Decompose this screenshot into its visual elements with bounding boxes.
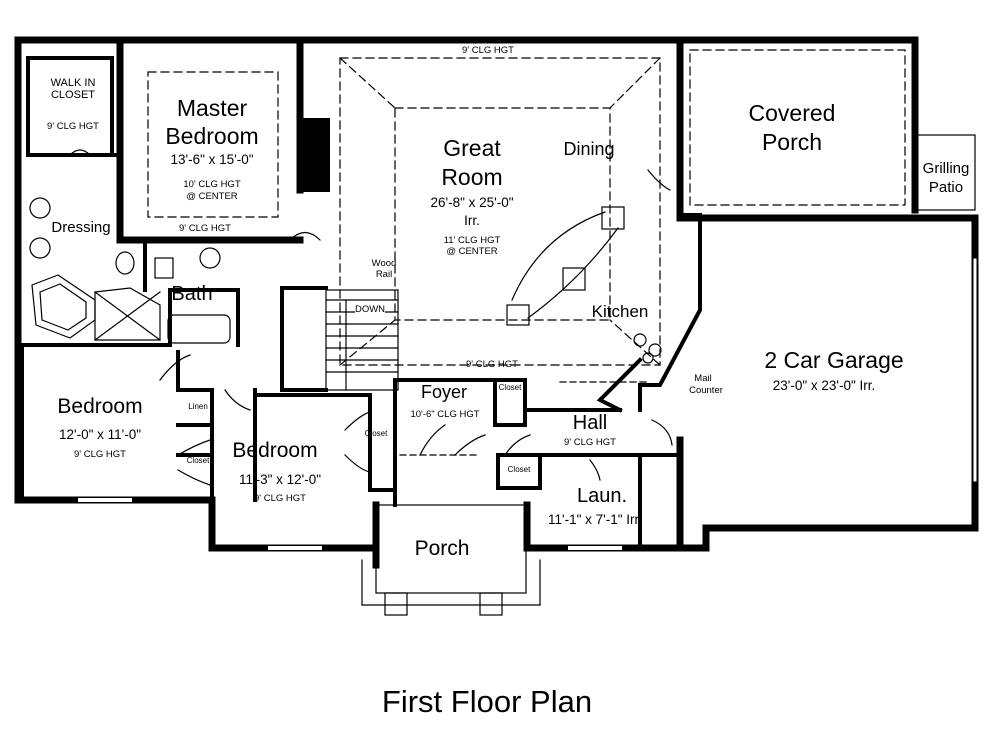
thin-lines bbox=[29, 49, 977, 616]
great-room-ceiling-bottom: 9' CLG HGT bbox=[466, 359, 518, 370]
foyer-label: Foyer bbox=[420, 382, 468, 402]
plan-title: First Floor Plan bbox=[381, 684, 593, 719]
great-room-irregular: Irr. bbox=[464, 213, 480, 228]
master-bedroom-ceiling-2: @ CENTER bbox=[186, 191, 238, 202]
laundry-size: 11'-1" x 7'-1" Irr. bbox=[547, 512, 643, 527]
closet-hall-label: Closet bbox=[507, 465, 531, 474]
grilling-patio-name-1: Grilling bbox=[922, 160, 970, 177]
dressing-label: Dressing bbox=[51, 219, 111, 236]
master-bedroom-name-2: Bedroom bbox=[165, 123, 259, 149]
interior-walls bbox=[20, 56, 702, 550]
closet-center-label: Closet bbox=[364, 429, 388, 438]
closet-foyer-label: Closet bbox=[498, 383, 522, 392]
mail-counter-label-1: Mail bbox=[694, 373, 712, 384]
dining-label: Dining bbox=[563, 139, 615, 159]
great-room-ceiling-2: @ CENTER bbox=[446, 246, 498, 257]
wood-rail-label-1: Wood bbox=[371, 258, 397, 269]
mail-counter-label-2: Counter bbox=[689, 385, 723, 396]
kitchen-label: Kitchen bbox=[591, 302, 649, 321]
walk-in-closet-ceiling: 9' CLG HGT bbox=[47, 121, 99, 132]
bedroom-center-size: 11'-3" x 12'-0" bbox=[238, 472, 322, 487]
master-bedroom-ceiling-lower: 9' CLG HGT bbox=[179, 223, 231, 234]
closet-left-label: Closet bbox=[186, 456, 210, 465]
great-room-name-2: Room bbox=[441, 164, 503, 190]
garage-name: 2 Car Garage bbox=[764, 347, 904, 373]
hall-ceiling: 9' CLG HGT bbox=[564, 437, 616, 448]
covered-porch-name-1: Covered bbox=[748, 100, 836, 126]
covered-porch-name-2: Porch bbox=[761, 129, 823, 155]
linen-label: Linen bbox=[188, 402, 208, 411]
master-bedroom-name-1: Master bbox=[176, 95, 248, 121]
grilling-patio-name-2: Patio bbox=[928, 179, 964, 196]
great-room-ceiling-1: 11' CLG HGT bbox=[443, 235, 501, 246]
hall-label: Hall bbox=[572, 412, 608, 434]
porch-label: Porch bbox=[414, 537, 470, 560]
master-bedroom-size: 13'-6" x 15'-0" bbox=[170, 152, 254, 167]
bedroom-left-size: 12'-0" x 11'-0" bbox=[58, 427, 142, 442]
bedroom-center-ceiling: 9' CLG HGT bbox=[254, 493, 306, 504]
garage-size: 23'-0" x 23'-0" Irr. bbox=[772, 378, 876, 393]
walk-in-closet-label: WALK IN CLOSET bbox=[50, 77, 96, 101]
master-bedroom-ceiling-1: 10' CLG HGT bbox=[183, 179, 241, 190]
bedroom-left-name: Bedroom bbox=[57, 395, 143, 418]
bedroom-center-name: Bedroom bbox=[232, 439, 318, 462]
bath-label: Bath bbox=[171, 283, 213, 305]
wood-rail-label-2: Rail bbox=[375, 269, 393, 280]
great-room-name-1: Great bbox=[443, 135, 501, 161]
foyer-ceiling: 10'-6" CLG HGT bbox=[410, 409, 480, 420]
laundry-label: Laun. bbox=[576, 485, 628, 507]
great-room-ceiling-top: 9' CLG HGT bbox=[462, 45, 514, 56]
great-room-size: 26'-8" x 25'-0" bbox=[430, 195, 514, 210]
bedroom-left-ceiling: 9' CLG HGT bbox=[74, 449, 126, 460]
stairs-down-label: DOWN bbox=[354, 304, 386, 315]
